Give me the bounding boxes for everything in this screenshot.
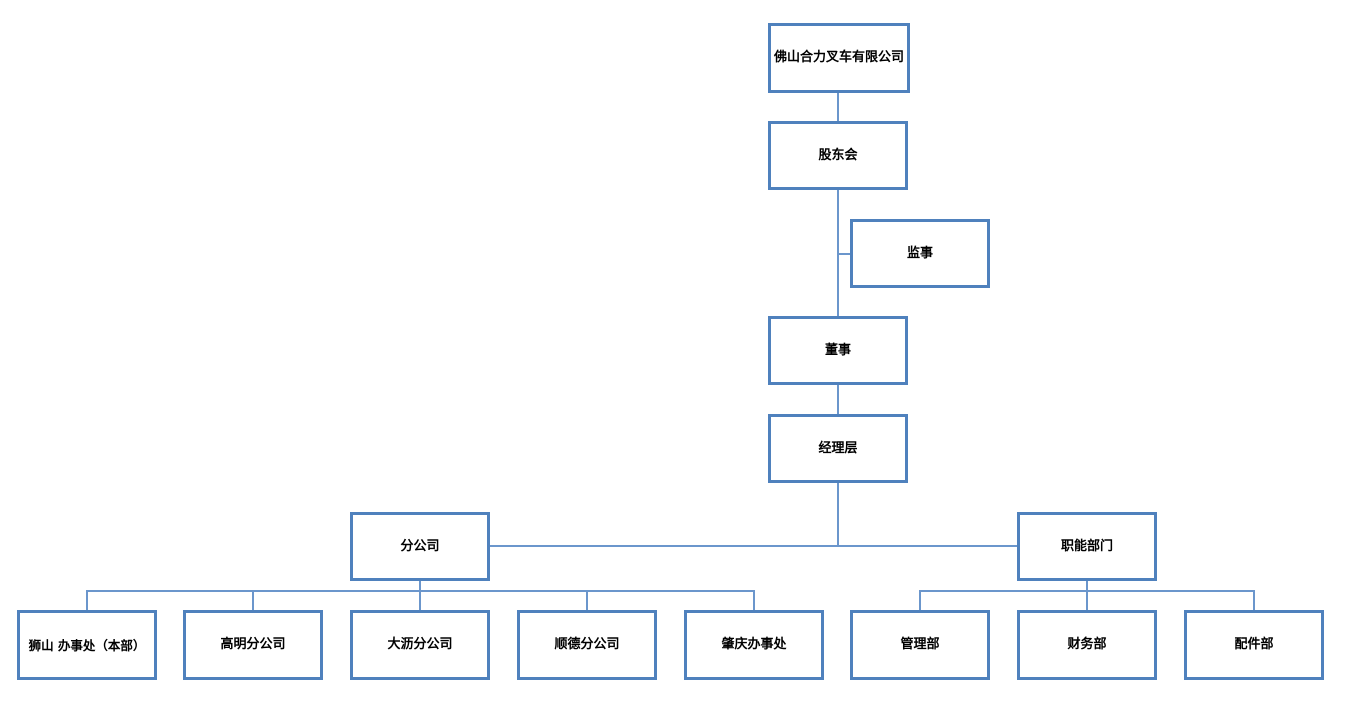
connector-stub-parts <box>1253 590 1255 610</box>
org-node-gaoming-branch: 高明分公司 <box>183 610 323 680</box>
org-node-shareholders: 股东会 <box>768 121 908 190</box>
org-node-shishan-office: 狮山 办事处（本部） <box>17 610 157 680</box>
org-node-company: 佛山合力叉车有限公司 <box>768 23 910 93</box>
connector-mid-horizontal <box>490 545 1017 547</box>
org-node-zhaoqing-office: 肇庆办事处 <box>684 610 824 680</box>
org-node-management: 经理层 <box>768 414 908 483</box>
connector-functional-down <box>1086 581 1088 610</box>
connector-stub-zhaoqing <box>753 590 755 610</box>
org-node-dali-branch: 大沥分公司 <box>350 610 490 680</box>
connector-company-shareholders <box>837 93 839 121</box>
org-node-finance-dept: 财务部 <box>1017 610 1157 680</box>
connector-stub-shishan <box>86 590 88 610</box>
connector-branch-down <box>419 581 421 610</box>
connector-distribution-right <box>919 590 1255 592</box>
org-node-shunde-branch: 顺德分公司 <box>517 610 657 680</box>
org-node-branch-office: 分公司 <box>350 512 490 581</box>
connector-distribution-left <box>87 590 755 592</box>
connector-director-management <box>837 385 839 414</box>
org-node-parts-dept: 配件部 <box>1184 610 1324 680</box>
org-node-director: 董事 <box>768 316 908 385</box>
connector-stub-shunde <box>586 590 588 610</box>
connector-supervisor-branch <box>838 253 851 255</box>
connector-stub-admin <box>919 590 921 610</box>
org-node-supervisor: 监事 <box>850 219 990 288</box>
org-node-admin-dept: 管理部 <box>850 610 990 680</box>
connector-stub-gaoming <box>252 590 254 610</box>
org-node-functional-depts: 职能部门 <box>1017 512 1157 581</box>
connector-management-down <box>837 483 839 547</box>
